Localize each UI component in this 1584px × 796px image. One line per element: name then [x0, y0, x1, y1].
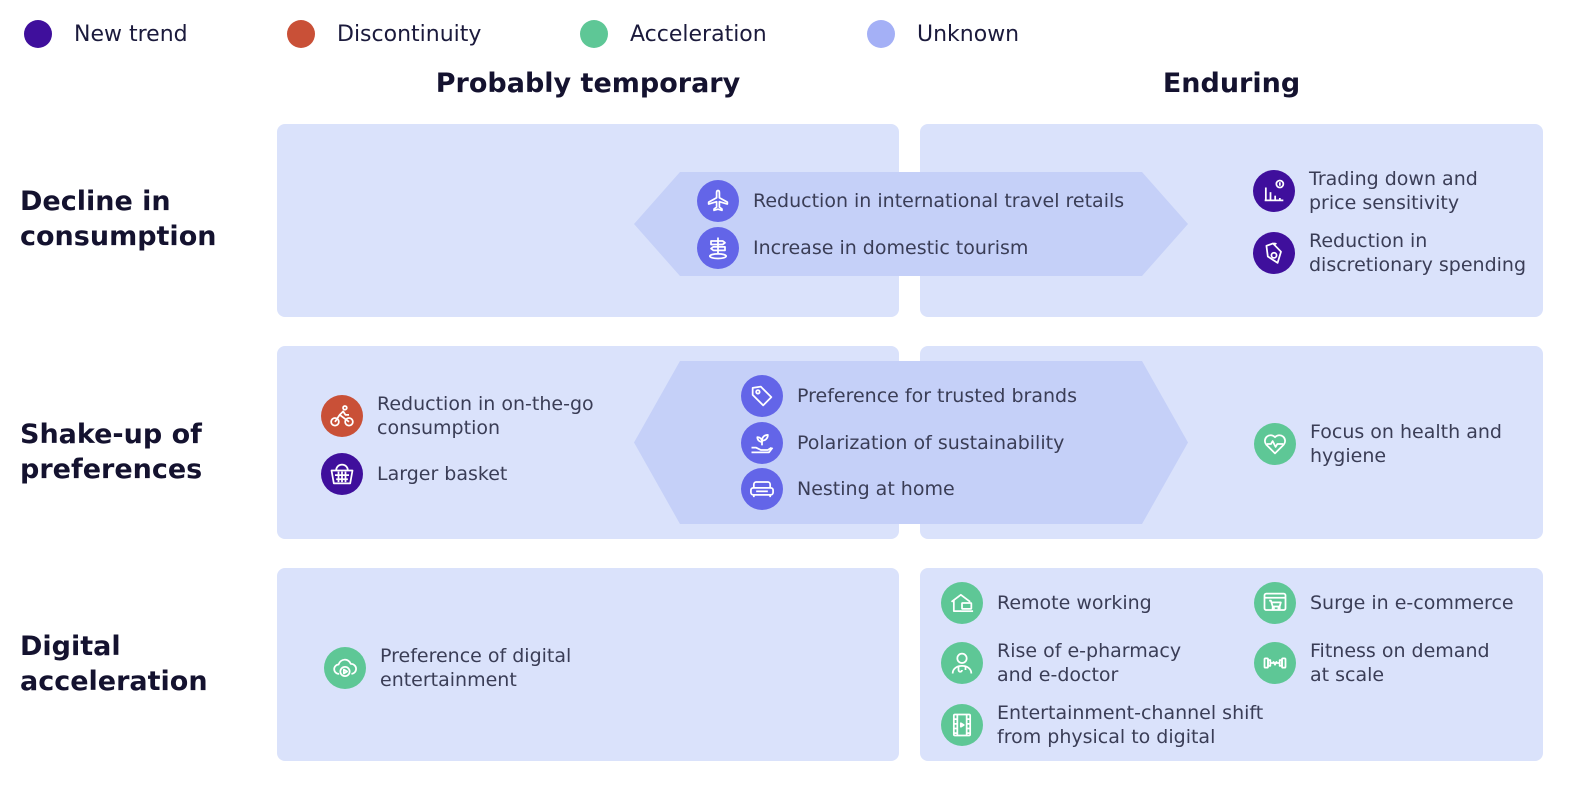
item-label: Larger basket [377, 463, 508, 485]
panel-digital-enduring [920, 568, 1543, 761]
legend-discontinuity: Discontinuity [287, 18, 481, 50]
item-larger-basket: Larger basket [321, 453, 507, 495]
signpost-icon [697, 227, 739, 269]
legend-acceleration: Acceleration [580, 18, 767, 50]
item-label: Reduction in on-the-go consumption [377, 393, 594, 439]
legend-label: Unknown [917, 21, 1020, 47]
item-trusted-brands: Preference for trusted brands [741, 375, 1077, 417]
tag-icon [741, 375, 783, 417]
item-entertainment-channel: Entertainment-channel shift from physica… [941, 701, 1287, 749]
airplane-icon [697, 180, 739, 222]
item-label: Reduction in international travel retail… [753, 190, 1125, 212]
column-heading-temporary: Probably temporary [435, 68, 741, 99]
legend-label: Acceleration [630, 21, 767, 47]
item-label: Trading down and price sensitivity [1309, 168, 1478, 214]
item-on-the-go: Reduction in on-the-go consumption [321, 392, 607, 440]
column-heading-enduring: Enduring [1162, 68, 1301, 99]
item-remote-working: Remote working [941, 582, 1152, 624]
panel-digital-temporary [277, 568, 899, 761]
item-nesting: Nesting at home [741, 468, 955, 510]
legend-swatch-acceleration [580, 20, 608, 48]
item-label: Remote working [997, 592, 1152, 614]
legend-label: Discontinuity [337, 21, 482, 47]
item-sustainability: Polarization of sustainability [741, 422, 1064, 464]
item-label: Polarization of sustainability [797, 432, 1065, 454]
doctor-icon [941, 642, 983, 684]
item-trading-down: Trading down and price sensitivity [1253, 167, 1509, 215]
item-domestic-tourism: Increase in domestic tourism [697, 227, 1028, 269]
item-label: Surge in e-commerce [1310, 592, 1514, 614]
row-heading-shakeup: Shake-up of preferences [20, 419, 203, 485]
cyclist-icon [321, 395, 363, 437]
film-strip-icon [941, 704, 983, 746]
row-heading-decline: Decline in consumption [20, 186, 217, 252]
price-chart-icon [1253, 170, 1295, 212]
item-label: Preference for trusted brands [797, 385, 1078, 407]
item-label: Reduction in discretionary spending [1309, 230, 1527, 276]
shopping-cart-screen-icon [1254, 582, 1296, 624]
item-intl-travel: Reduction in international travel retail… [697, 180, 1124, 222]
cloud-play-icon [324, 647, 366, 689]
item-ecommerce: Surge in e-commerce [1254, 582, 1514, 624]
item-label: Fitness on demand at scale [1310, 640, 1490, 686]
item-discretionary: Reduction in discretionary spending [1253, 229, 1531, 277]
item-digital-entertainment: Preference of digital entertainment [324, 644, 610, 692]
dumbbell-icon [1254, 642, 1296, 684]
home-laptop-icon [941, 582, 983, 624]
item-epharmacy: Rise of e-pharmacy and e-doctor [941, 639, 1197, 687]
legend-new-trend: New trend [24, 18, 188, 50]
item-label: Nesting at home [797, 478, 955, 500]
item-label: Preference of digital entertainment [380, 645, 572, 691]
item-label: Entertainment-channel shift from physica… [997, 702, 1264, 748]
row-heading-digital: Digital acceleration [20, 631, 208, 697]
sofa-icon [741, 468, 783, 510]
item-label: Focus on health and hygiene [1310, 421, 1502, 467]
hexagon-shakeup-bridge [634, 361, 1188, 524]
price-tag-icon [1253, 232, 1295, 274]
legend-swatch-new-trend [24, 20, 52, 48]
legend-swatch-discontinuity [287, 20, 315, 48]
basket-icon [321, 453, 363, 495]
item-health: Focus on health and hygiene [1254, 420, 1515, 468]
item-label: Increase in domestic tourism [753, 237, 1029, 259]
legend-label: New trend [74, 21, 188, 47]
item-label: Rise of e-pharmacy and e-doctor [997, 640, 1182, 686]
heart-pulse-icon [1254, 423, 1296, 465]
item-fitness: Fitness on demand at scale [1254, 639, 1510, 687]
plant-in-hand-icon [741, 422, 783, 464]
legend-swatch-unknown [867, 20, 895, 48]
legend-unknown: Unknown [867, 18, 1019, 50]
